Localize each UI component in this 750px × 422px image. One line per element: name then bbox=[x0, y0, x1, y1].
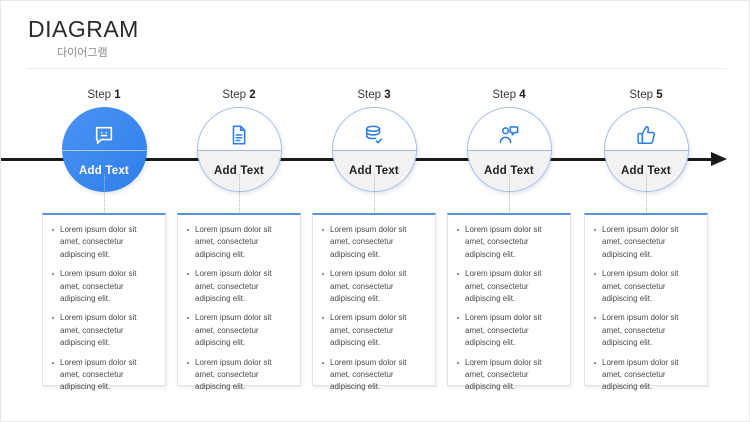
step-label-2: Step 2 bbox=[172, 89, 307, 101]
bullet-list: Lorem ipsum dolor sit amet, consectetur … bbox=[319, 224, 427, 394]
list-item: Lorem ipsum dolor sit amet, consectetur … bbox=[49, 312, 157, 349]
step-label-4: Step 4 bbox=[442, 89, 577, 101]
page-title: DIAGRAM bbox=[28, 16, 139, 42]
circle-top-half bbox=[467, 108, 551, 150]
list-item: Lorem ipsum dolor sit amet, consectetur … bbox=[49, 224, 157, 261]
arrow-right-icon bbox=[711, 152, 727, 166]
connector-2 bbox=[239, 174, 240, 213]
step-label-prefix: Step bbox=[492, 89, 517, 101]
header-divider bbox=[27, 68, 727, 69]
step-textbox-1[interactable]: Lorem ipsum dolor sit amet, consectetur … bbox=[42, 213, 166, 391]
list-item: Lorem ipsum dolor sit amet, consectetur … bbox=[49, 357, 157, 394]
list-item: Lorem ipsum dolor sit amet, consectetur … bbox=[184, 312, 292, 349]
circle-add-text-1[interactable]: Add Text bbox=[79, 164, 129, 177]
list-item: Lorem ipsum dolor sit amet, consectetur … bbox=[319, 268, 427, 305]
step-textbox-3[interactable]: Lorem ipsum dolor sit amet, consectetur … bbox=[312, 213, 436, 391]
step-label-prefix: Step bbox=[629, 89, 654, 101]
bullet-list: Lorem ipsum dolor sit amet, consectetur … bbox=[49, 224, 157, 394]
circle-inactive bbox=[196, 107, 282, 192]
list-item: Lorem ipsum dolor sit amet, consectetur … bbox=[49, 268, 157, 305]
list-item: Lorem ipsum dolor sit amet, consectetur … bbox=[591, 312, 699, 349]
list-item: Lorem ipsum dolor sit amet, consectetur … bbox=[454, 224, 562, 261]
circle-add-text-4[interactable]: Add Text bbox=[484, 164, 534, 177]
circle-bottom-half bbox=[61, 149, 147, 193]
step-circle-2[interactable]: Add Text bbox=[196, 107, 282, 192]
circle-add-text-2[interactable]: Add Text bbox=[214, 164, 264, 177]
step-label-number: 4 bbox=[519, 89, 526, 101]
connector-4 bbox=[509, 174, 510, 213]
list-item: Lorem ipsum dolor sit amet, consectetur … bbox=[184, 357, 292, 394]
list-item: Lorem ipsum dolor sit amet, consectetur … bbox=[319, 312, 427, 349]
step-label-1: Step 1 bbox=[37, 89, 172, 101]
page-subtitle: 다이어그램 bbox=[57, 47, 108, 60]
database-check-icon bbox=[332, 121, 417, 149]
chat-smiley-icon bbox=[62, 121, 147, 149]
circle-top-half bbox=[197, 108, 281, 150]
step-label-prefix: Step bbox=[222, 89, 247, 101]
person-chat-icon bbox=[467, 121, 552, 149]
header: DIAGRAM 다이어그램 bbox=[28, 17, 428, 60]
connector-1 bbox=[104, 174, 105, 213]
bullet-list: Lorem ipsum dolor sit amet, consectetur … bbox=[454, 224, 562, 394]
step-label-number: 5 bbox=[656, 89, 663, 101]
step-label-number: 1 bbox=[114, 89, 121, 101]
list-item: Lorem ipsum dolor sit amet, consectetur … bbox=[319, 224, 427, 261]
step-label-prefix: Step bbox=[87, 89, 112, 101]
document-icon bbox=[197, 121, 282, 149]
list-item: Lorem ipsum dolor sit amet, consectetur … bbox=[184, 268, 292, 305]
step-label-prefix: Step bbox=[357, 89, 382, 101]
list-item: Lorem ipsum dolor sit amet, consectetur … bbox=[454, 312, 562, 349]
bullet-list: Lorem ipsum dolor sit amet, consectetur … bbox=[184, 224, 292, 394]
list-item: Lorem ipsum dolor sit amet, consectetur … bbox=[454, 357, 562, 394]
circle-add-text-5[interactable]: Add Text bbox=[621, 164, 671, 177]
step-circle-3[interactable]: Add Text bbox=[331, 107, 417, 192]
list-item: Lorem ipsum dolor sit amet, consectetur … bbox=[591, 224, 699, 261]
list-item: Lorem ipsum dolor sit amet, consectetur … bbox=[454, 268, 562, 305]
circle-add-text-3[interactable]: Add Text bbox=[349, 164, 399, 177]
list-item: Lorem ipsum dolor sit amet, consectetur … bbox=[319, 357, 427, 394]
step-label-number: 3 bbox=[384, 89, 391, 101]
connector-3 bbox=[374, 174, 375, 213]
circle-top-half bbox=[332, 108, 416, 150]
step-label-5: Step 5 bbox=[579, 89, 714, 101]
step-textbox-5[interactable]: Lorem ipsum dolor sit amet, consectetur … bbox=[584, 213, 708, 391]
step-label-3: Step 3 bbox=[307, 89, 442, 101]
circle-inactive bbox=[331, 107, 417, 192]
thumbs-up-icon bbox=[604, 121, 689, 149]
list-item: Lorem ipsum dolor sit amet, consectetur … bbox=[591, 357, 699, 394]
list-item: Lorem ipsum dolor sit amet, consectetur … bbox=[184, 224, 292, 261]
step-label-number: 2 bbox=[249, 89, 256, 101]
step-textbox-2[interactable]: Lorem ipsum dolor sit amet, consectetur … bbox=[177, 213, 301, 391]
connector-5 bbox=[646, 174, 647, 213]
bullet-list: Lorem ipsum dolor sit amet, consectetur … bbox=[591, 224, 699, 394]
list-item: Lorem ipsum dolor sit amet, consectetur … bbox=[591, 268, 699, 305]
step-textbox-4[interactable]: Lorem ipsum dolor sit amet, consectetur … bbox=[447, 213, 571, 391]
